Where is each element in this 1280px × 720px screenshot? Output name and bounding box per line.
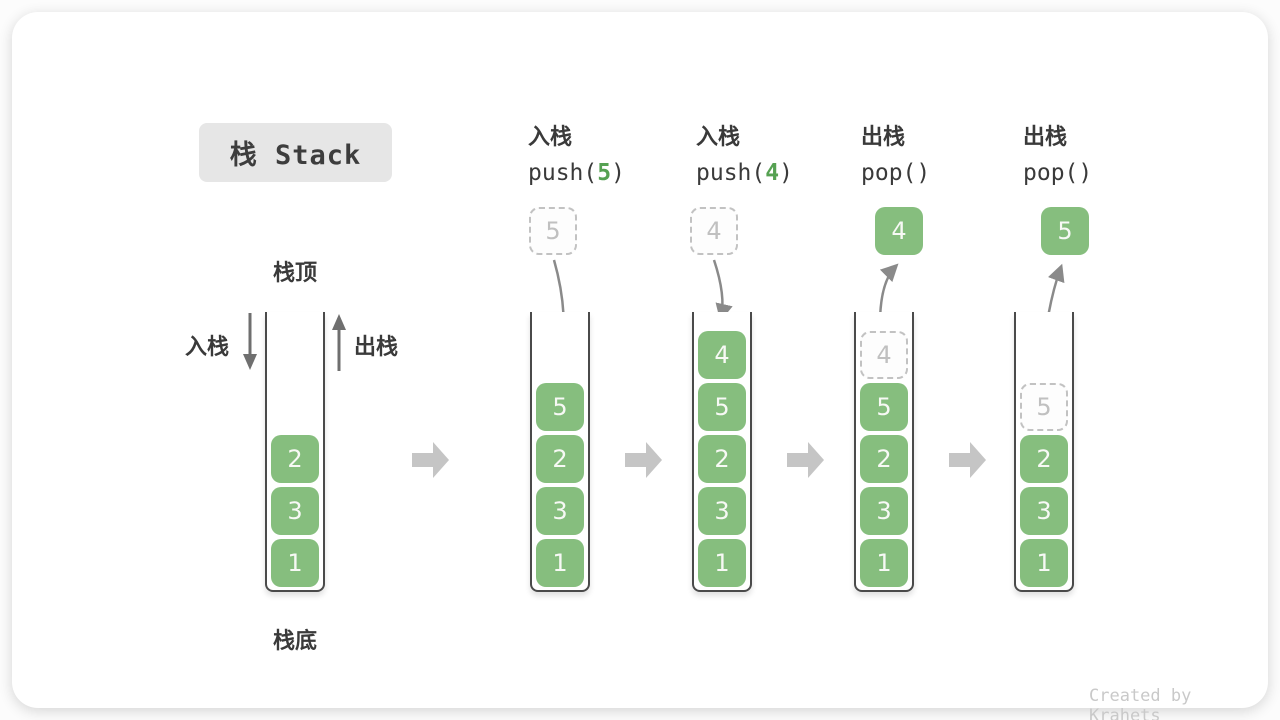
stack-cell: 2 — [271, 435, 319, 483]
code-close: ) — [1078, 160, 1093, 186]
op-header-pop-1: 出栈 pop() — [861, 119, 930, 186]
stack-bottom-label: 栈底 — [272, 629, 317, 654]
down-arrow-icon — [243, 313, 257, 370]
code-arg: 5 — [597, 160, 612, 186]
stack-state-5: 5 2 3 1 — [1014, 312, 1074, 592]
stack-cell: 2 — [536, 435, 584, 483]
ghost-cell: 4 — [860, 331, 908, 379]
outgoing-value-box: 5 — [1041, 207, 1089, 255]
title-box: 栈 Stack — [199, 123, 392, 182]
stack-cell: 3 — [271, 487, 319, 535]
op-code: push(5) — [528, 160, 625, 186]
ghost-cell: 5 — [1020, 383, 1068, 431]
diagram-card: 栈 Stack 入栈 push(5) 入栈 push(4) 出栈 pop() 出… — [12, 12, 1268, 720]
stack-cell: 2 — [860, 435, 908, 483]
code-close: ) — [916, 160, 931, 186]
stack-cell: 5 — [536, 383, 584, 431]
stack-state-3: 4 5 2 3 1 — [692, 312, 752, 592]
op-code: push(4) — [696, 160, 793, 186]
stack-cell: 2 — [1020, 435, 1068, 483]
stack-state-4: 4 5 2 3 1 — [854, 312, 914, 592]
stack-cell: 1 — [860, 539, 908, 587]
op-name: 入栈 — [528, 125, 573, 150]
op-code: pop() — [1023, 160, 1092, 186]
outgoing-value-box: 4 — [875, 207, 923, 255]
big-arrow-icon — [787, 442, 824, 478]
big-arrow-icon — [412, 442, 449, 478]
code-fn: push( — [696, 160, 766, 186]
stack-cell: 2 — [698, 435, 746, 483]
incoming-value-box: 5 — [529, 207, 577, 255]
up-arrow-icon — [332, 314, 346, 371]
stack-cell: 1 — [271, 539, 319, 587]
op-header-pop-2: 出栈 pop() — [1023, 119, 1092, 186]
big-arrow-icon — [949, 442, 986, 478]
op-name: 出栈 — [861, 125, 906, 150]
stack-cell: 5 — [698, 383, 746, 431]
op-code: pop() — [861, 160, 930, 186]
stack-cell: 1 — [698, 539, 746, 587]
pop-direction-label: 出栈 — [354, 335, 399, 360]
stack-cell: 1 — [1020, 539, 1068, 587]
code-fn: push( — [528, 160, 598, 186]
stack-cell: 3 — [1020, 487, 1068, 535]
code-close: ) — [611, 160, 625, 186]
incoming-value-box: 4 — [690, 207, 738, 255]
stack-cell: 3 — [860, 487, 908, 535]
stack-cell: 4 — [698, 331, 746, 379]
op-name: 入栈 — [696, 125, 741, 150]
page-title: 栈 Stack — [229, 140, 362, 171]
stack-state-2: 5 2 3 1 — [530, 312, 590, 592]
op-name: 出栈 — [1023, 125, 1068, 150]
stack-cell: 3 — [698, 487, 746, 535]
op-header-push-4: 入栈 push(4) — [696, 119, 793, 186]
big-arrow-icon — [625, 442, 662, 478]
stack-cell: 3 — [536, 487, 584, 535]
stack-cell: 5 — [860, 383, 908, 431]
code-close: ) — [779, 160, 793, 186]
stack-state-1: 2 3 1 — [265, 312, 325, 592]
stack-top-label: 栈顶 — [272, 261, 317, 286]
code-arg: 4 — [765, 160, 780, 186]
watermark: Created by Krahets — [1089, 686, 1192, 720]
op-header-push-5: 入栈 push(5) — [528, 119, 625, 186]
push-direction-label: 入栈 — [185, 335, 230, 360]
code-fn: pop( — [861, 160, 917, 186]
code-fn: pop( — [1023, 160, 1079, 186]
stack-cell: 1 — [536, 539, 584, 587]
